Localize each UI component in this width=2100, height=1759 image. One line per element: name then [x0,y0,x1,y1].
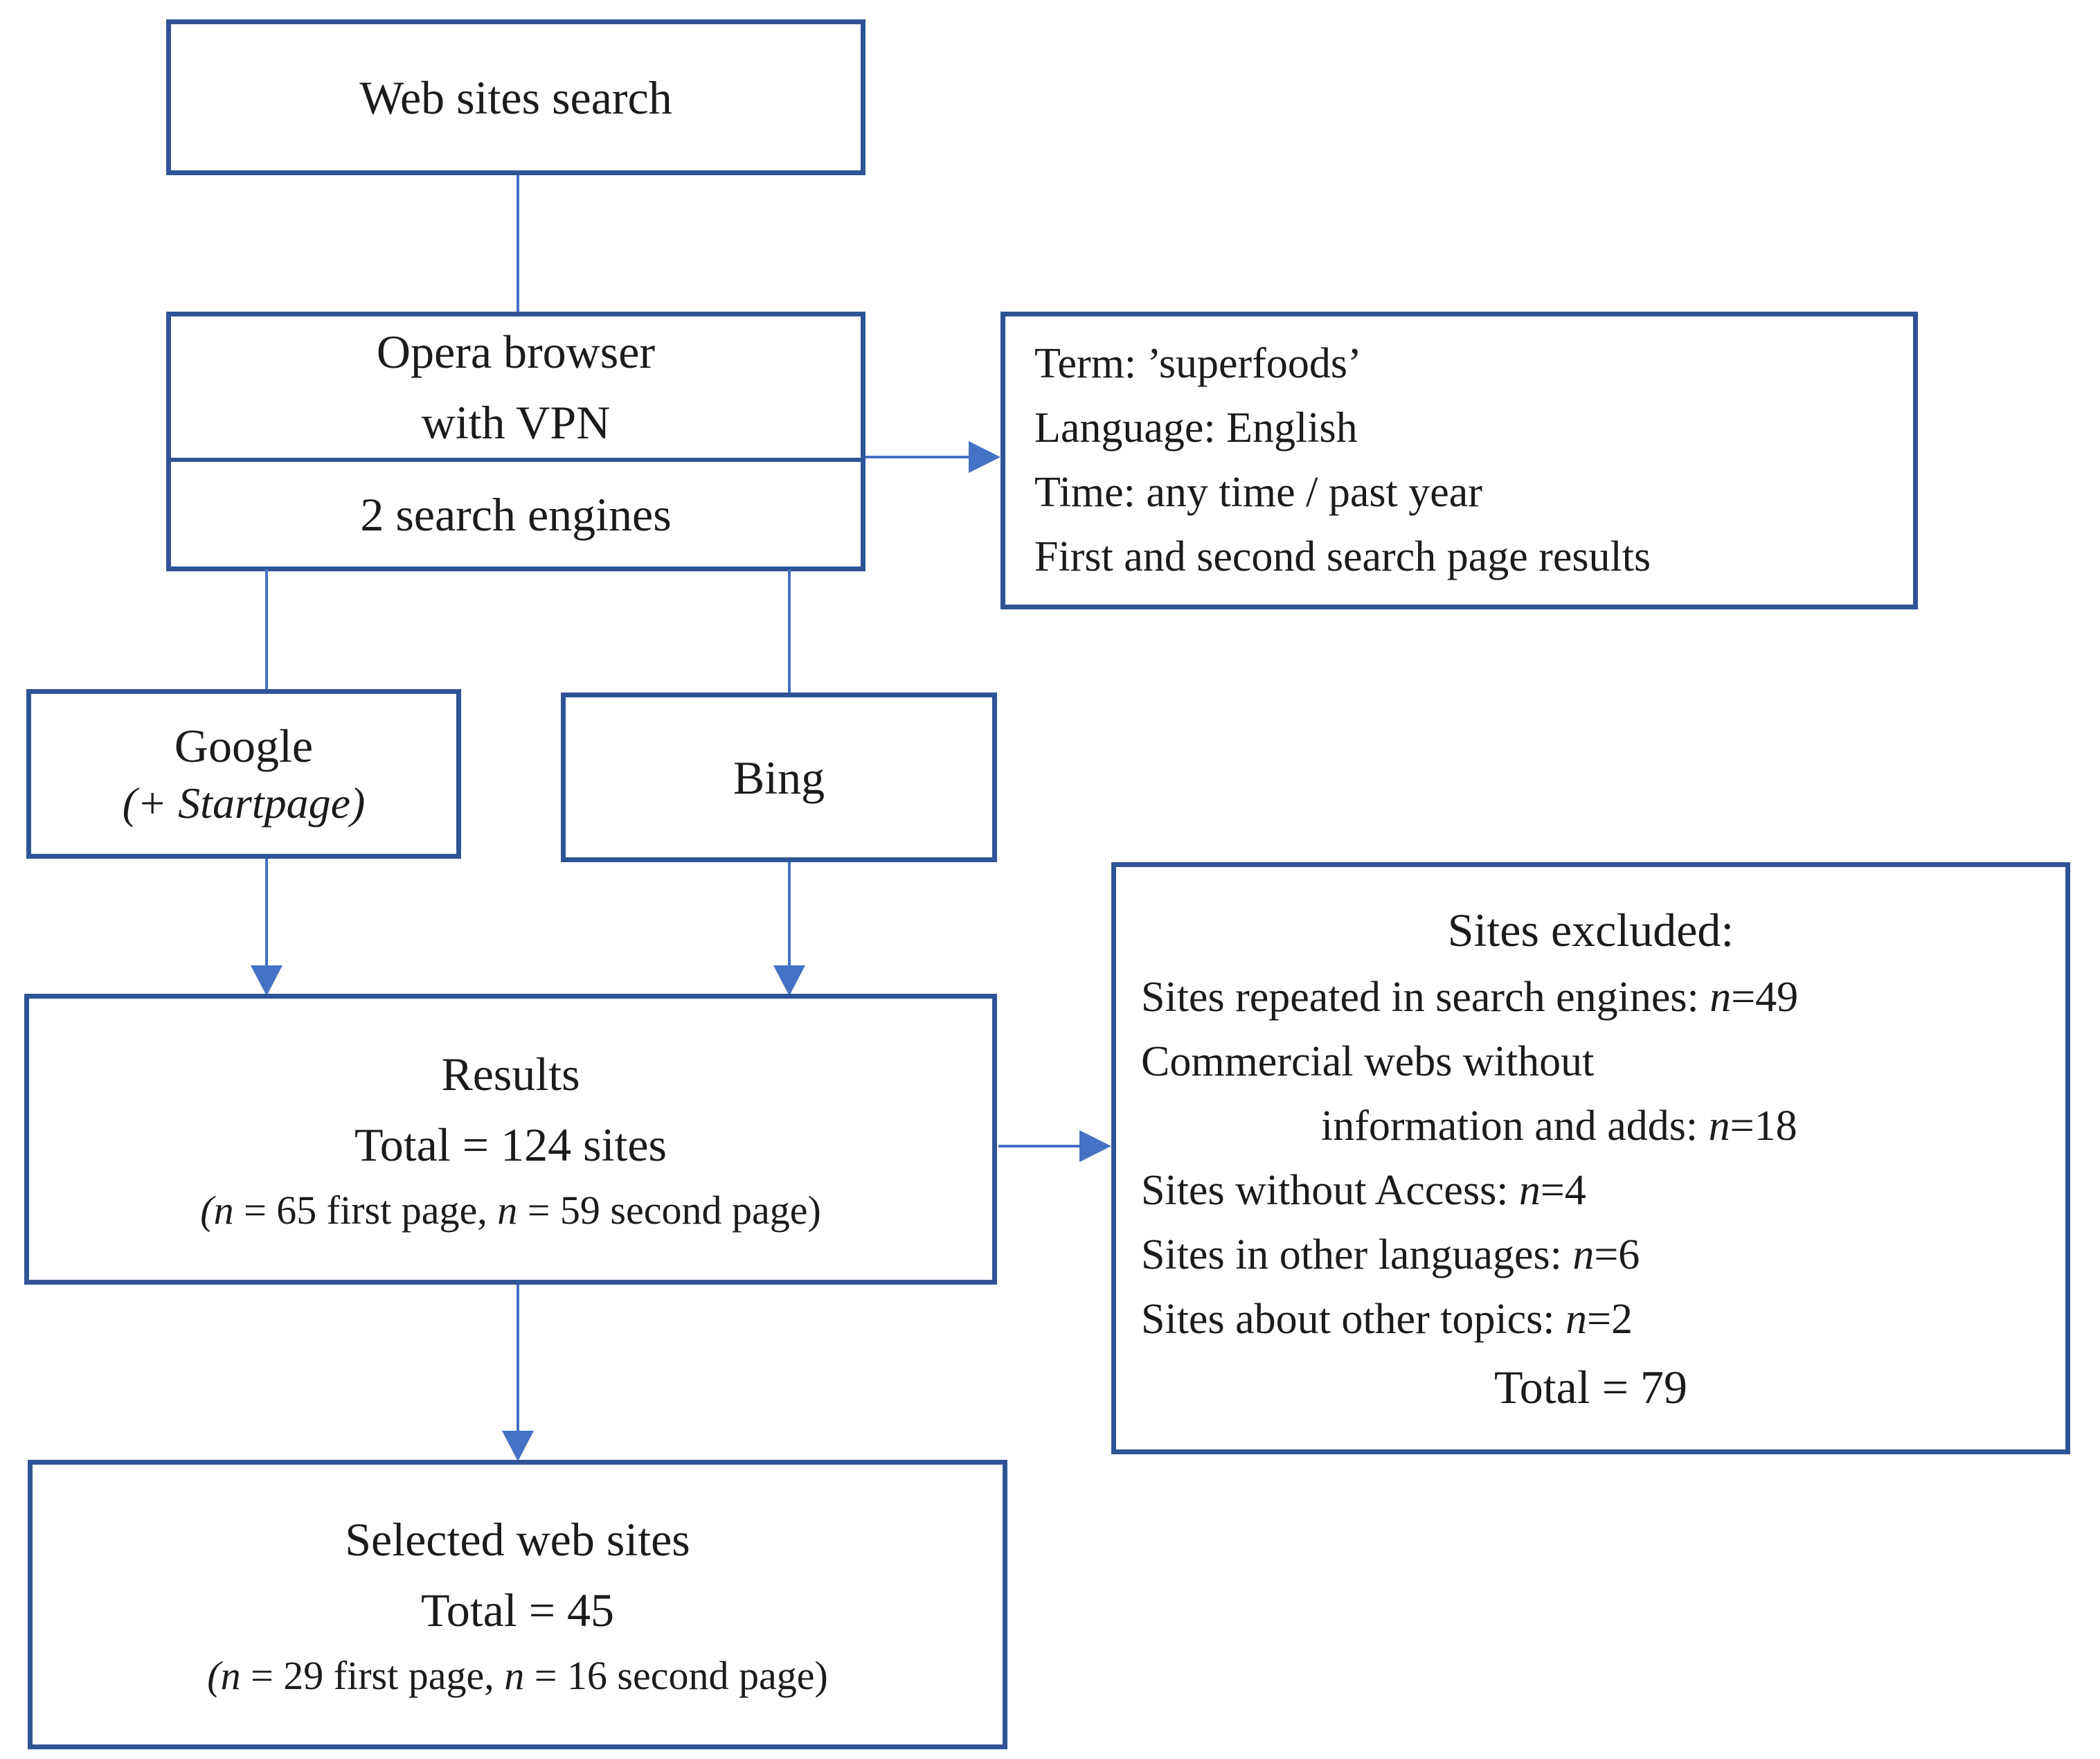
selected-note: (n = 29 first page, n = 16 second page) [207,1645,828,1706]
results-note-part2: = 59 second page) [517,1187,821,1233]
excluded-item-languages-n: n [1572,1231,1595,1278]
google-subtitle: (+ Startpage) [122,778,366,828]
arrowhead-results-selected [502,1431,534,1461]
arrowhead-google-results [251,965,282,996]
excluded-title: Sites excluded: [1447,903,1734,956]
excluded-item-repeated-text: Sites repeated in search engines: [1141,973,1710,1021]
excluded-item-commercial-n: n [1708,1102,1730,1150]
excluded-item-repeated-value: =49 [1731,973,1799,1021]
connector-results-excluded [998,1145,1082,1148]
params-language: Language: English [1034,404,1358,452]
connector-browser-google [265,569,268,693]
arrowhead-results-excluded [1079,1130,1111,1162]
params-pages: First and second search page results [1034,533,1651,580]
excluded-item-commercial-text: Commercial webs without [1141,1037,1595,1085]
connector-bing-results [788,862,791,968]
results-total: Total = 124 sites [355,1118,667,1171]
excluded-item-languages-value: =6 [1594,1231,1640,1278]
params-time: Time: any time / past year [1034,469,1482,516]
connector-results-selected [517,1285,519,1434]
excluded-total: Total = 79 [1493,1360,1688,1413]
selected-total: Total = 45 [420,1583,615,1636]
arrowhead-browser-params [969,441,1000,473]
box-web-sites-search: Web sites search [166,19,865,175]
google-title: Google [174,720,314,772]
browser-title-line1: Opera browser [376,325,656,378]
results-note-open: ( [200,1187,214,1233]
excluded-item-access-n: n [1518,1166,1541,1214]
bing-title: Bing [733,751,825,804]
excluded-item-topics: Sites about other topics: n=2 [1141,1287,2040,1352]
box-sites-excluded: Sites excluded: Sites repeated in search… [1111,862,2070,1454]
browser-bottom-row: 2 search engines [171,458,861,566]
results-note-n2: n [497,1187,518,1233]
connector-google-results [265,859,268,968]
excluded-item-topics-value: =2 [1587,1295,1633,1343]
excluded-item-topics-text: Sites about other topics: [1141,1295,1566,1343]
excluded-item-repeated: Sites repeated in search engines: n=49 [1141,965,2040,1030]
box-opera-browser: Opera browser with VPN 2 search engines [166,312,865,571]
selected-note-part1: = 29 first page, [240,1652,505,1698]
box-bing: Bing [561,693,997,862]
browser-title-line2: with VPN [421,396,611,449]
excluded-item-commercial-cont-text: information and adds: [1321,1102,1709,1150]
excluded-item-commercial-cont: information and adds: n=18 [1141,1094,2040,1159]
box-google: Google (+ Startpage) [26,689,461,859]
browser-subtitle: 2 search engines [360,488,672,541]
selected-note-open: ( [207,1652,221,1698]
results-note-part1: = 65 first page, [233,1187,498,1233]
selected-note-part2: = 16 second page) [524,1652,828,1698]
excluded-item-commercial: Commercial webs without [1141,1030,2040,1094]
params-term: Term: ’superfoods’ [1034,340,1362,387]
arrowhead-bing-results [773,965,805,996]
web-search-title: Web sites search [359,71,672,124]
selected-note-n2: n [504,1652,525,1698]
box-search-params: Term: ’superfoods’ Language: English Tim… [1000,312,1918,609]
excluded-item-topics-n: n [1565,1295,1588,1343]
box-results: Results Total = 124 sites (n = 65 first … [24,994,997,1285]
connector-browser-params [865,456,969,458]
selected-note-n1: n [220,1652,241,1698]
excluded-item-languages-text: Sites in other languages: [1141,1231,1573,1278]
selected-title: Selected web sites [345,1512,690,1566]
connector-browser-bing [788,569,791,696]
browser-top-row: Opera browser with VPN [171,316,861,458]
connector-websearch-browser [517,175,519,314]
results-title: Results [441,1047,580,1100]
excluded-item-access-value: =4 [1540,1166,1586,1214]
box-selected-sites: Selected web sites Total = 45 (n = 29 fi… [28,1460,1007,1749]
results-note: (n = 65 first page, n = 59 second page) [200,1180,821,1240]
excluded-item-access-text: Sites without Access: [1141,1166,1519,1214]
excluded-item-commercial-value: =18 [1730,1102,1797,1150]
excluded-item-access: Sites without Access: n=4 [1141,1159,2040,1223]
excluded-item-repeated-n: n [1709,973,1732,1021]
results-note-n1: n [213,1187,234,1233]
excluded-item-languages: Sites in other languages: n=6 [1141,1223,2040,1287]
